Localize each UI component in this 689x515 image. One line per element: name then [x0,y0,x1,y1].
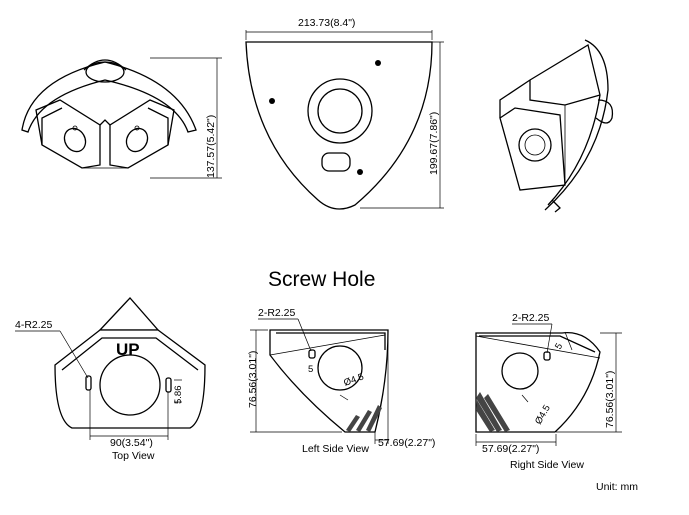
screw-hole-title: Screw Hole [268,268,375,291]
top-view-label: Top View [112,450,155,462]
top-view-main [245,41,433,210]
right-height-dimension: 76.56(3.01") [604,371,616,428]
left-side-view [269,329,389,433]
right-screw-radius: 2-R2.25 [512,312,550,324]
top-width-dimension: 213.73(8.4") [298,17,355,29]
top-view-width: 90(3.54") [110,437,153,449]
right-width-dimension: 57.69(2.27") [482,443,539,455]
side-view-main [499,39,614,213]
screw-top-view: UP [54,297,206,429]
left-height-dimension: 76.56(3.01") [247,351,259,408]
left-five-dimension: 5 [308,364,313,375]
left-width-dimension: 57.69(2.27") [378,437,435,449]
left-screw-radius: 2-R2.25 [258,307,296,319]
top-height-dimension: 199.67(7.86") [428,112,440,175]
right-side-view [475,331,601,433]
unit-label: Unit: mm [596,481,638,493]
hole-spacing-dimension: 5.86 [173,386,184,405]
screw-radius-label: 4-R2.25 [15,319,53,331]
up-mark: UP [116,340,140,359]
front-view [21,59,197,169]
right-side-view-label: Right Side View [510,459,584,471]
right-five-dimension: 5 [553,341,565,351]
left-side-view-label: Left Side View [302,443,369,455]
front-height-dimension: 137.57(5.42") [205,115,217,178]
